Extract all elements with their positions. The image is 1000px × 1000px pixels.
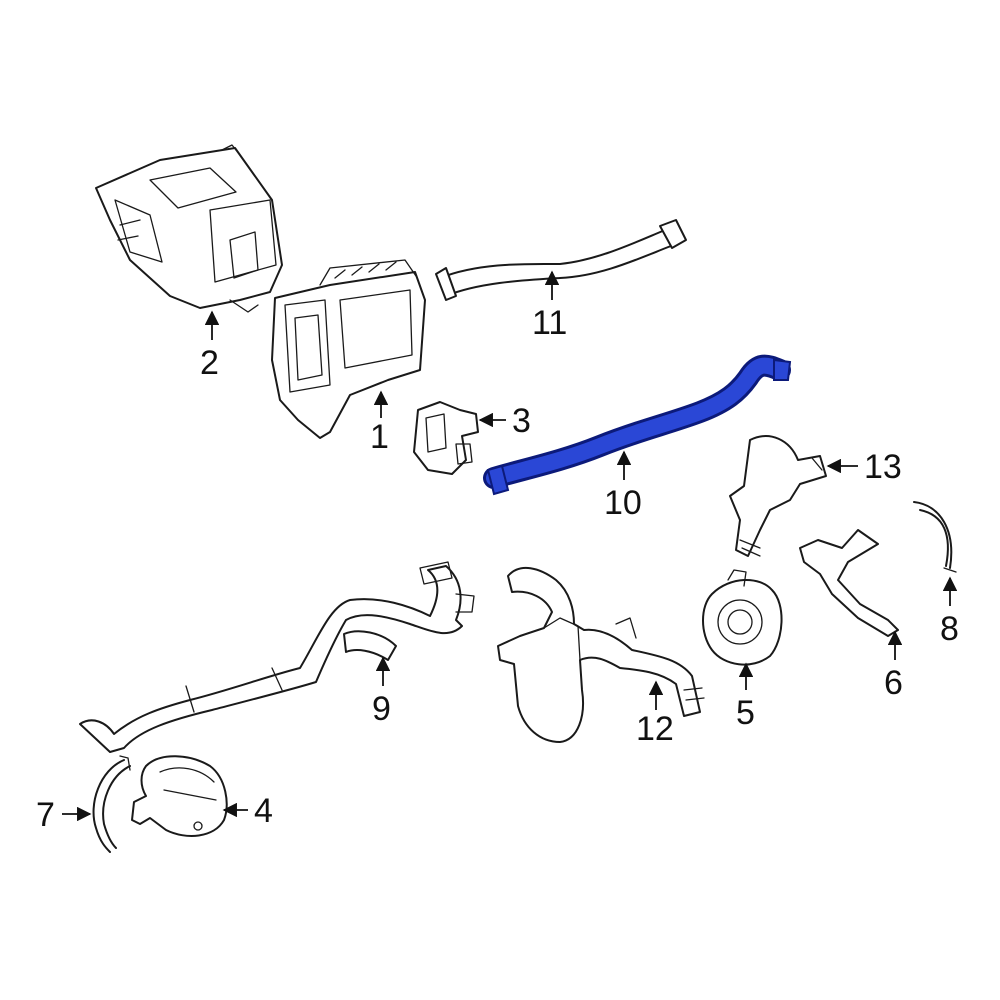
part-10-highlighted-hose[interactable]	[483, 354, 792, 496]
callout-4[interactable]: 4	[254, 792, 273, 830]
part-1-hvac-box[interactable]	[271, 259, 426, 439]
part-4-electric-pump[interactable]	[131, 755, 228, 837]
callout-3[interactable]: 3	[512, 402, 531, 440]
callout-9[interactable]: 9	[372, 690, 391, 728]
callout-11[interactable]: 11	[532, 304, 567, 342]
part-2-bracket-housing[interactable]	[95, 144, 283, 313]
callout-5[interactable]: 5	[736, 694, 755, 732]
callout-8[interactable]: 8	[940, 610, 959, 648]
callout-6[interactable]: 6	[884, 664, 903, 702]
part-6-bracket[interactable]	[799, 529, 899, 637]
part-9-hose[interactable]	[79, 561, 475, 753]
part-13-connector[interactable]	[729, 435, 827, 557]
callout-2[interactable]: 2	[200, 344, 219, 382]
callout-13[interactable]: 13	[864, 448, 902, 486]
callout-1[interactable]: 1	[370, 418, 389, 456]
part-5-water-pump[interactable]	[702, 569, 783, 666]
callout-10[interactable]: 10	[604, 484, 642, 522]
part-8-clamp[interactable]	[913, 501, 957, 573]
part-3-valve[interactable]	[413, 401, 479, 475]
callout-7[interactable]: 7	[36, 796, 55, 834]
callout-12[interactable]: 12	[636, 710, 674, 748]
part-11-hose[interactable]	[435, 219, 687, 301]
part-12-hose-assembly[interactable]	[497, 566, 705, 743]
part-7-strap[interactable]	[92, 755, 131, 853]
